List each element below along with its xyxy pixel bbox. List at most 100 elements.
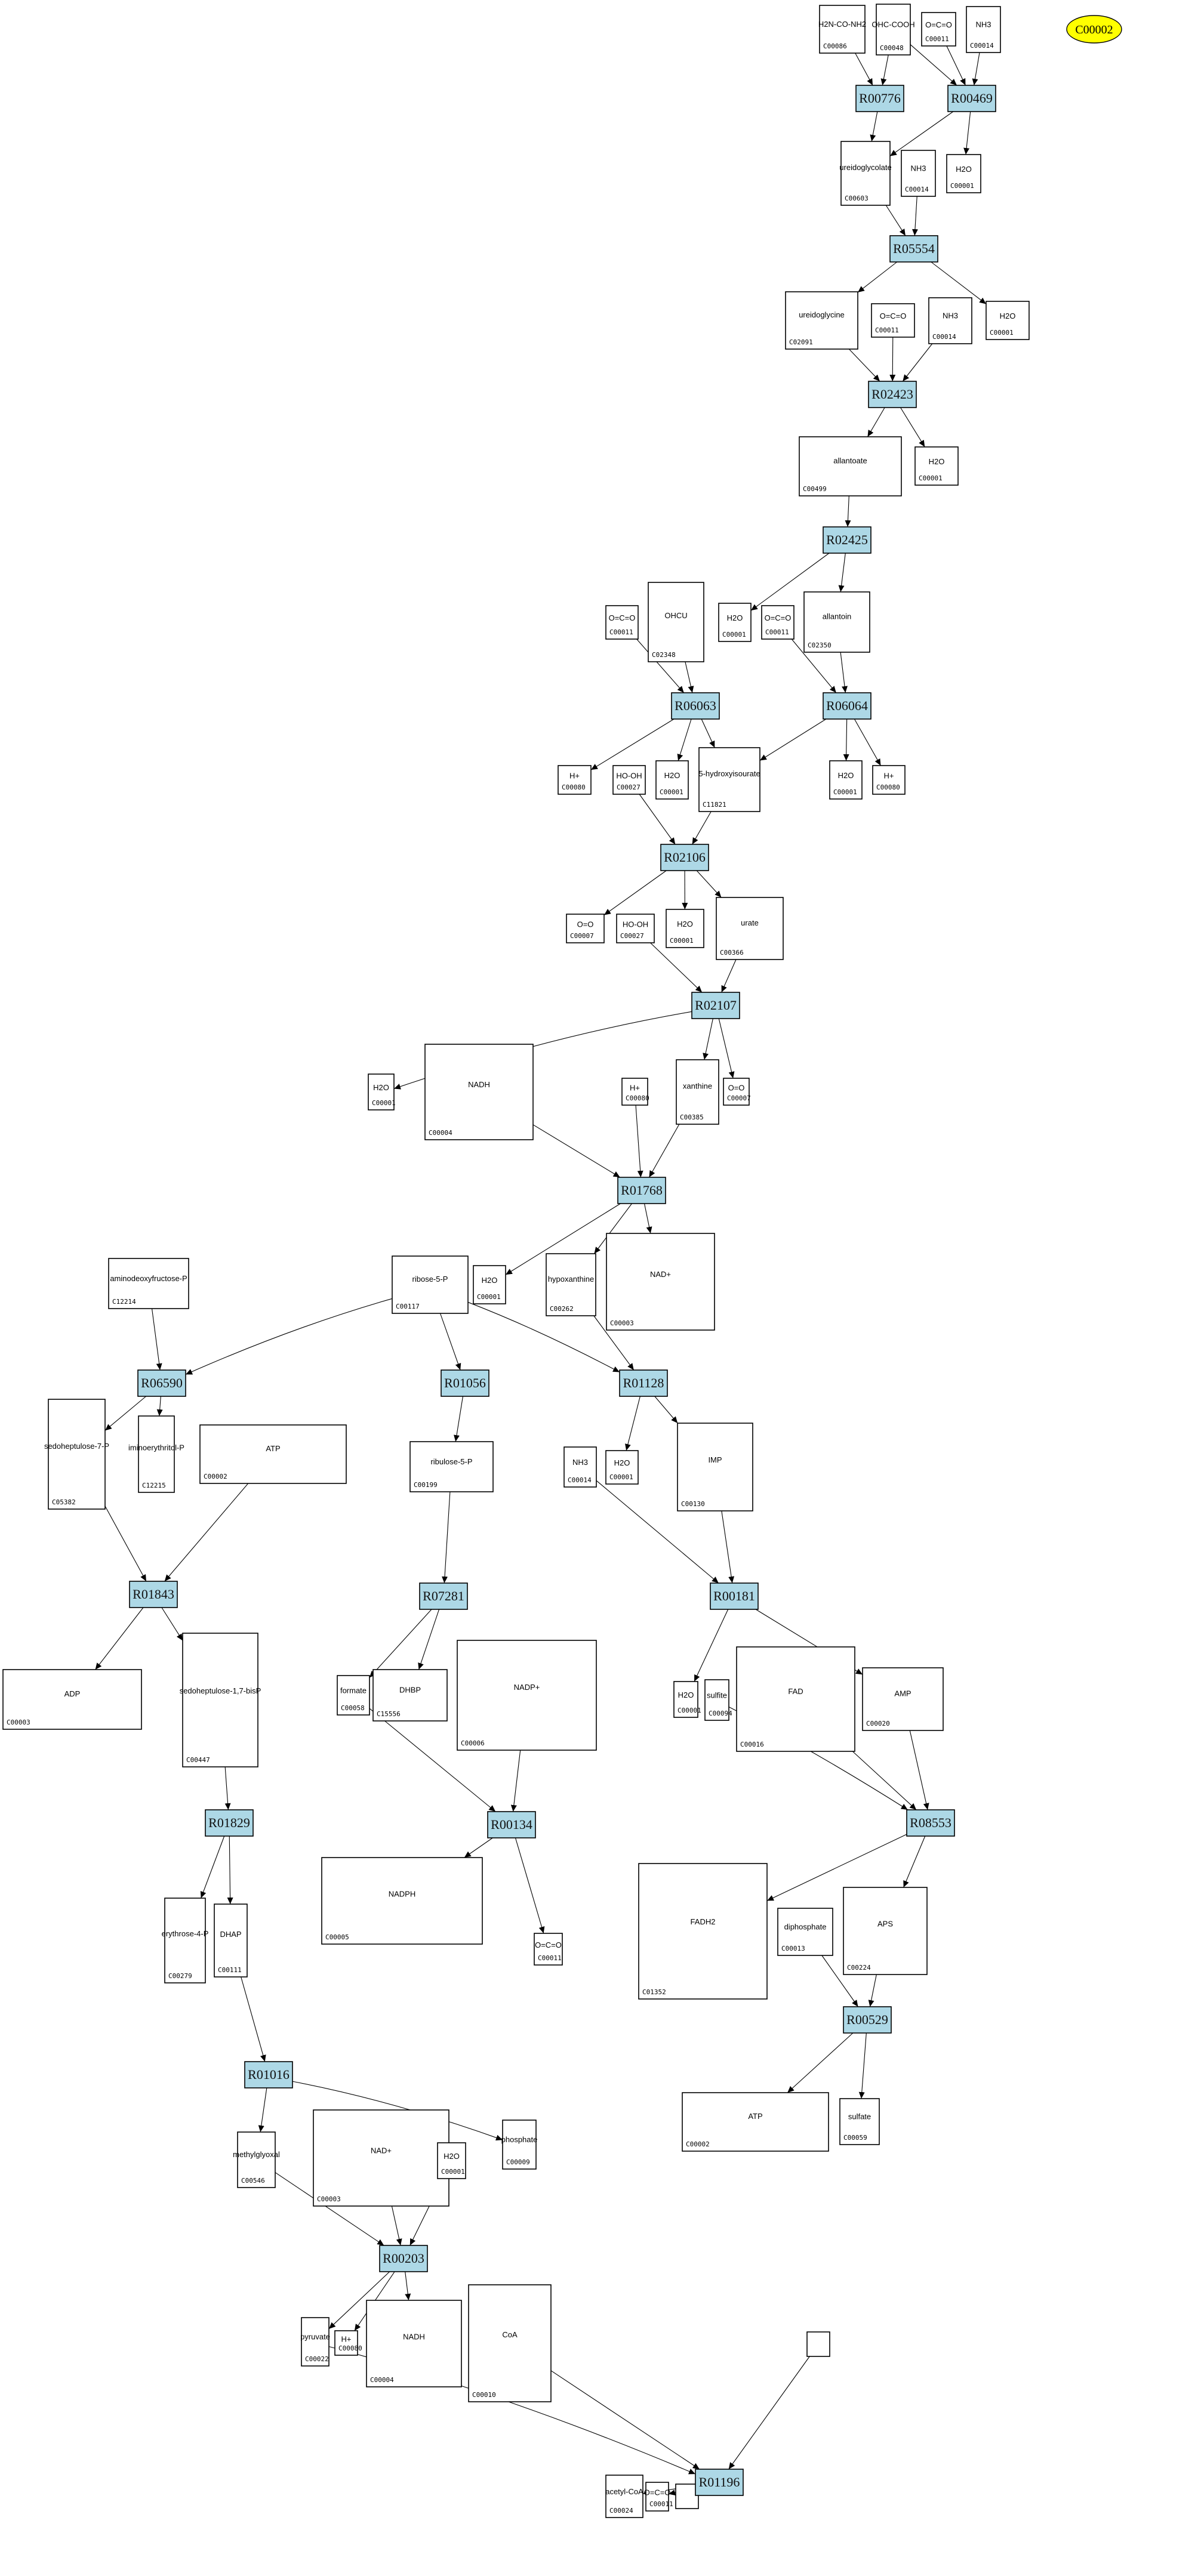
reaction-node[interactable]: R02107 [691, 992, 740, 1019]
compound-node[interactable]: H+C00080 [334, 2330, 362, 2356]
reaction-node[interactable]: R07281 [419, 1582, 468, 1610]
reaction-node[interactable]: R01843 [129, 1581, 178, 1608]
start-node[interactable]: C00002 [1066, 15, 1122, 44]
reaction-node[interactable]: R00529 [843, 2006, 892, 2034]
reaction-node[interactable]: R01196 [695, 2469, 744, 2496]
reaction-node[interactable]: R00203 [379, 2245, 428, 2272]
reaction-node[interactable]: R02423 [868, 381, 917, 408]
reaction-node[interactable]: R02106 [660, 844, 709, 871]
reaction-node[interactable]: R08553 [906, 1809, 955, 1837]
reaction-node[interactable]: R05554 [889, 235, 938, 263]
compound-node[interactable] [806, 2331, 830, 2357]
reaction-node[interactable]: R01056 [441, 1369, 489, 1397]
compound-node[interactable]: H+C00080 [558, 765, 592, 795]
reaction-node[interactable]: R06063 [671, 692, 720, 720]
compound-node[interactable]: H+C00080 [621, 1078, 649, 1106]
reaction-node[interactable]: R00776 [855, 85, 904, 112]
reaction-node[interactable]: R06590 [137, 1369, 186, 1397]
reaction-node[interactable]: R00181 [710, 1582, 759, 1610]
reaction-node[interactable]: R00469 [947, 85, 996, 112]
compound-id: C00001 [990, 329, 1014, 337]
reaction-node[interactable]: R01829 [205, 1809, 254, 1837]
reaction-node[interactable]: R06064 [823, 692, 872, 720]
compound-node[interactable] [675, 2484, 699, 2509]
reaction-node[interactable]: R01016 [244, 2061, 293, 2088]
reaction-node[interactable]: R01128 [619, 1369, 668, 1397]
compound-node[interactable]: NAD+C00003 [606, 1233, 715, 1331]
compound-node[interactable]: NAD+C00003 [313, 2109, 449, 2207]
reaction-node[interactable]: R02425 [823, 526, 872, 554]
reaction-node[interactable]: R01768 [617, 1177, 666, 1204]
compound-node[interactable]: H+C00080 [872, 765, 906, 795]
compound-node[interactable]: NADP+C00006 [457, 1640, 597, 1751]
reaction-node[interactable]: R00134 [487, 1811, 536, 1838]
